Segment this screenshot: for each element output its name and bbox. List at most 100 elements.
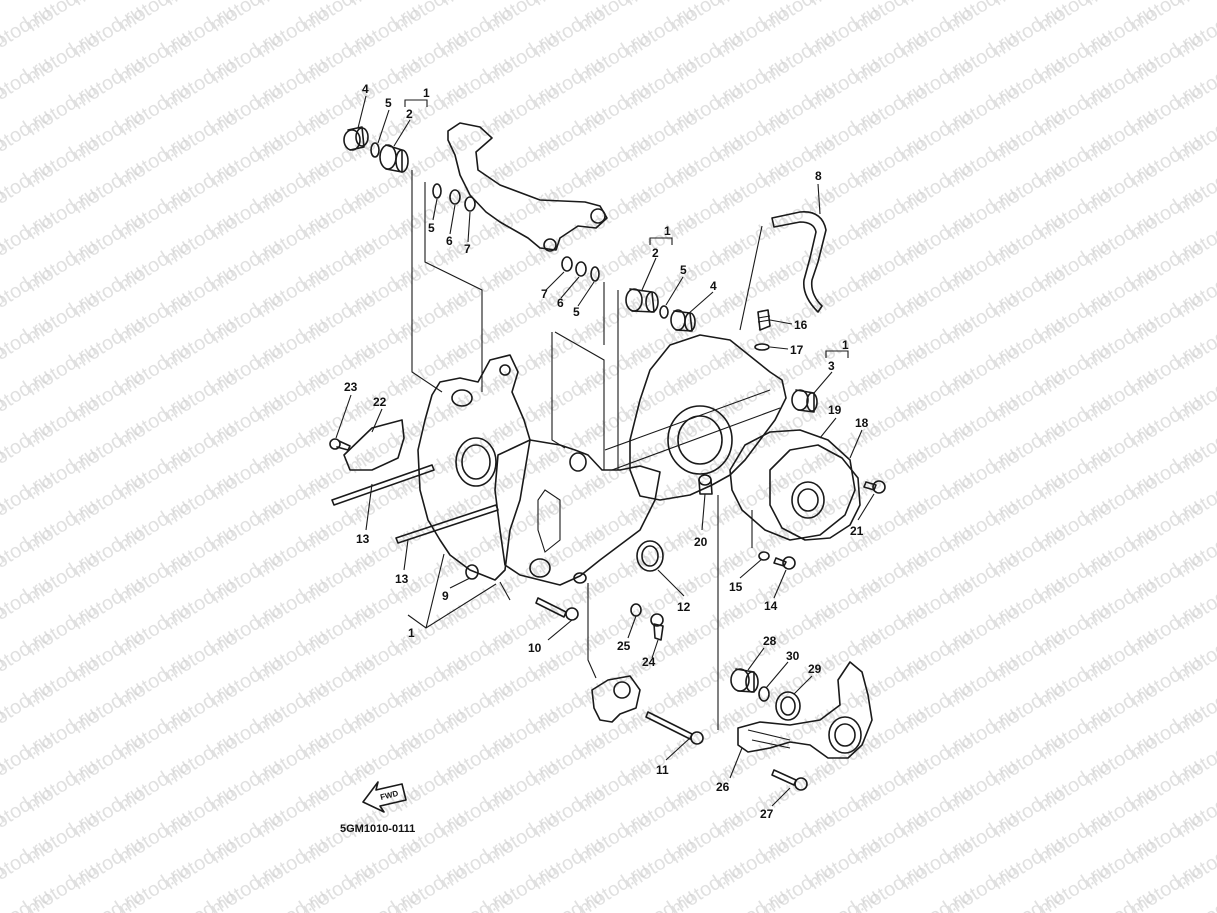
callout-labels: 4 5 1 2 5 6 7 1 2 5 4 7 6 5 8 16 17 1 3 …: [344, 82, 869, 821]
watermark-text: motod.ru: [0, 573, 55, 634]
callout-1: 1: [664, 224, 671, 238]
callout-10: 10: [528, 641, 542, 655]
watermark-text: motod.ru: [0, 469, 55, 530]
stud-13-lower: [395, 504, 499, 544]
callout-2: 2: [652, 246, 659, 260]
plug-16: [757, 309, 771, 331]
callout-22: 22: [373, 395, 387, 409]
callout-18: 18: [855, 416, 869, 430]
callout-5: 5: [573, 305, 580, 319]
callout-20: 20: [694, 535, 708, 549]
callout-13: 13: [395, 572, 409, 586]
fwd-arrow: FWD: [362, 781, 407, 813]
watermark-text: motod.ru: [0, 365, 55, 426]
fwd-label: FWD: [379, 789, 399, 802]
engine-mount-bracket: [447, 122, 608, 251]
watermark-text: motod.ru: [0, 521, 55, 582]
collar-3: [791, 389, 818, 413]
callout-21: 21: [850, 524, 864, 538]
bolt-23: [329, 438, 351, 451]
callout-17: 17: [790, 343, 804, 357]
bolt-11: [645, 711, 704, 745]
callout-6: 6: [557, 296, 564, 310]
callout-30: 30: [786, 649, 800, 663]
oil-seal-12: [636, 540, 664, 572]
bushing-4-right: [670, 309, 696, 332]
breather-hose-8: [771, 211, 827, 313]
callout-1: 1: [842, 338, 849, 352]
watermark-text: motod.ru: [0, 833, 55, 894]
watermark-text: motod.ru: [0, 417, 55, 478]
bolt-24: [650, 613, 664, 641]
o-ring-30: [758, 686, 770, 702]
callout-27: 27: [760, 807, 774, 821]
ring-7-upper: [464, 196, 476, 212]
callout-7: 7: [464, 242, 471, 256]
callout-3: 3: [828, 359, 835, 373]
callout-14: 14: [764, 599, 778, 613]
o-ring-5-right: [659, 305, 669, 319]
callout-5: 5: [680, 263, 687, 277]
o-ring-5-upper: [432, 183, 442, 199]
o-ring-5-top-left: [370, 142, 380, 158]
callout-12: 12: [677, 600, 691, 614]
washer-15: [758, 551, 770, 561]
washer-6-middle: [575, 261, 587, 277]
callout-1: 1: [423, 86, 430, 100]
watermark-text: motod.ru: [0, 105, 55, 166]
collar-28: [730, 668, 759, 693]
watermark-text: motod.ru: [0, 781, 55, 842]
callout-8: 8: [815, 169, 822, 183]
bushing-4-top-left: [343, 126, 369, 151]
crankcase-right: [629, 334, 787, 501]
watermark-text: motod.ru: [0, 729, 55, 790]
callout-24: 24: [642, 655, 656, 669]
crankcase-left: [417, 354, 531, 581]
callout-25: 25: [617, 639, 631, 653]
watermark-text: motod.ru: [0, 625, 55, 686]
watermark-text: motod.ru: [0, 209, 55, 270]
callout-13: 13: [356, 532, 370, 546]
watermark-text: motod.ru: [0, 677, 55, 738]
callout-28: 28: [763, 634, 777, 648]
bolt-14: [773, 556, 796, 570]
o-ring-17: [754, 343, 770, 351]
crankcase-cover-18: [769, 444, 861, 541]
gasket-19: [729, 429, 856, 541]
callout-29: 29: [808, 662, 822, 676]
dowel-9: [465, 564, 479, 580]
callout-4: 4: [710, 279, 717, 293]
o-ring-5-middle: [590, 266, 600, 282]
watermark-text: motod.ru: [0, 261, 55, 322]
engine-bracket-26: [737, 661, 873, 759]
stud-13-upper: [331, 464, 435, 506]
water-pump-fitting: [591, 675, 641, 723]
watermark-text: motod.ru: [0, 157, 55, 218]
bolt-27: [771, 769, 808, 791]
callout-23: 23: [344, 380, 358, 394]
bolt-21: [863, 480, 886, 494]
dowel-20: [698, 474, 713, 495]
callout-2: 2: [406, 107, 413, 121]
callout-16: 16: [794, 318, 808, 332]
callout-15: 15: [729, 580, 743, 594]
callout-6: 6: [446, 234, 453, 248]
callout-11: 11: [656, 763, 669, 777]
collar-2-top-left: [379, 144, 409, 173]
callout-4: 4: [362, 82, 369, 96]
callout-1: 1: [408, 626, 415, 640]
crankcase-center: [494, 439, 661, 586]
washer-6-upper: [449, 189, 461, 205]
callout-26: 26: [716, 780, 730, 794]
leader-lines: [335, 95, 875, 807]
watermark-text: motod.ru: [0, 1, 55, 62]
ring-7-middle: [561, 256, 573, 272]
callout-9: 9: [442, 589, 449, 603]
callout-5: 5: [428, 221, 435, 235]
callout-5: 5: [385, 96, 392, 110]
oil-seal-29: [775, 691, 801, 721]
callout-7: 7: [541, 287, 548, 301]
callout-19: 19: [828, 403, 842, 417]
